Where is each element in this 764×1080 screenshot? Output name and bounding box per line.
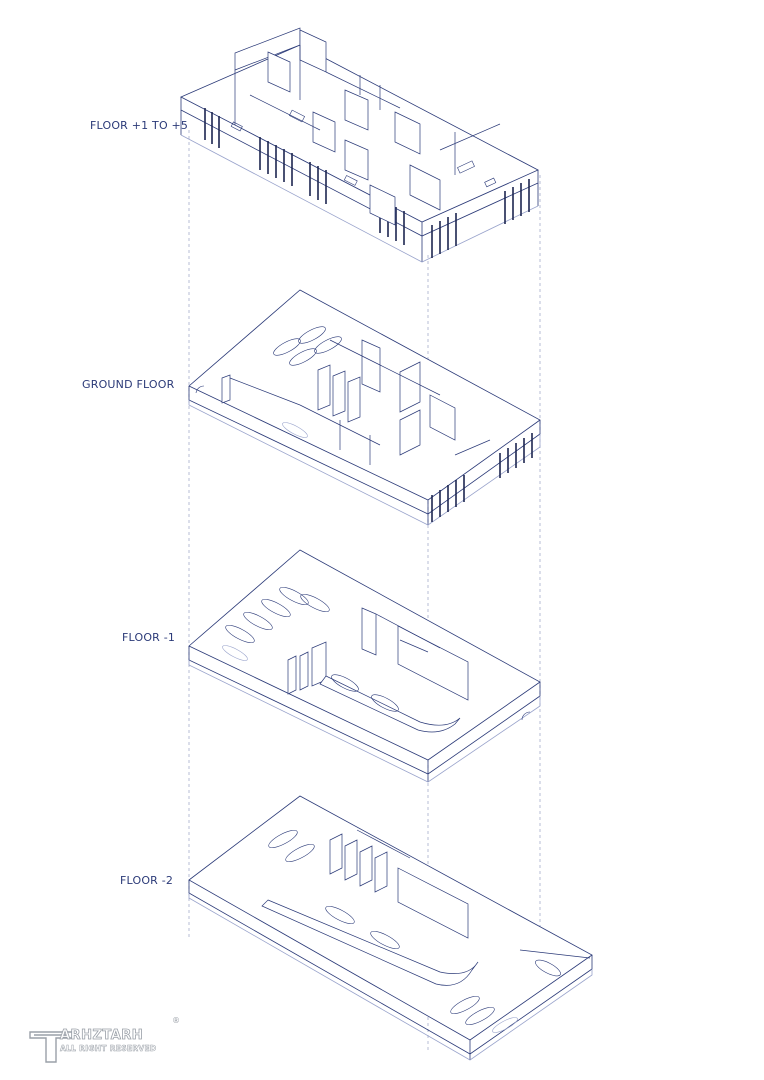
glazing-front [431,433,533,522]
interior-partitions [221,339,491,465]
floor-label-ground: GROUND FLOOR [82,378,175,391]
parked-cars [268,829,561,1033]
floor-ground-plan [188,289,541,526]
slab-top [180,44,539,223]
floor-minus-2-plan [188,795,593,1061]
floor-label-minus-1: FLOOR -1 [122,631,176,644]
parked-cars [273,326,342,438]
interior-partitions [234,27,501,226]
parked-cars [222,586,399,712]
interior-partitions [261,829,591,986]
slab-top [188,795,593,1041]
floor-label-typical: FLOOR +1 TO +5 [90,119,189,132]
furniture [230,109,497,188]
logo-name: ARHZTARH [60,1028,144,1044]
registered-mark: ® [172,1016,180,1025]
slab-top [188,289,541,501]
slab-top [188,549,541,761]
floor-label-minus-2: FLOOR -2 [120,874,174,887]
logo-tagline: ALL RIGHT RESERVED [60,1044,157,1054]
logo-mark [29,1031,73,1063]
floor-minus-1-plan [188,549,541,783]
glazing-front [204,108,530,258]
floor-typical-plan [180,27,539,263]
